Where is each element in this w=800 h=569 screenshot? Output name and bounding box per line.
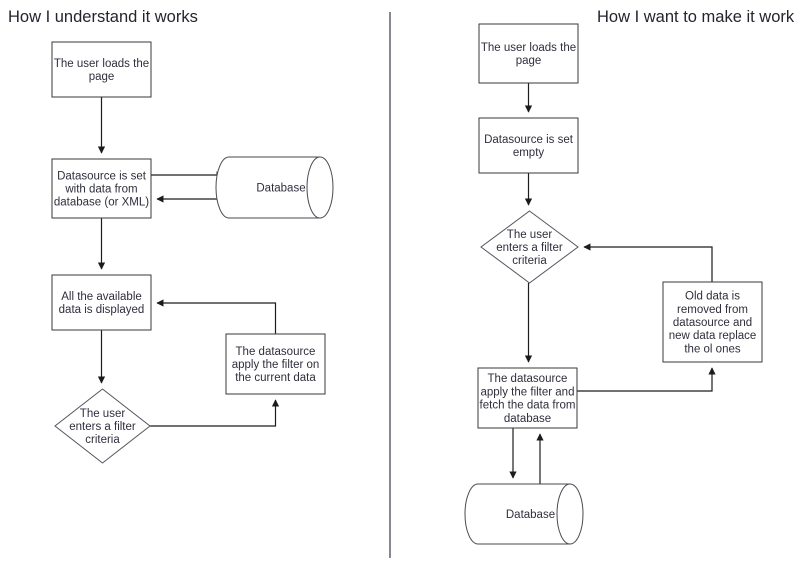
node-label: The user [80,408,126,420]
process-box[interactable] [225,333,326,395]
node-label: The user loads the [481,42,576,54]
node-label: data is displayed [59,304,145,316]
process-box[interactable] [662,281,763,363]
node-label: database [504,413,551,425]
node-label: Database [256,183,305,195]
database-cylinder-cap [306,156,321,219]
flow-arrow-l-e6 [150,399,280,427]
node-label: All the available [61,291,142,303]
panel-title-left: How I understand it works [8,8,198,26]
process-box[interactable] [51,274,152,331]
process-box[interactable] [478,117,579,174]
process-box[interactable] [51,41,152,98]
node-label: empty [513,147,545,159]
flow-node-r-db[interactable]: Database [464,483,584,545]
node-label: the ol ones [684,343,741,355]
decision-diamond[interactable] [54,388,151,464]
node-label: Database [506,509,555,521]
node-label: removed from [677,304,748,316]
node-label: fetch the data from [480,400,576,412]
node-label: The datasource [236,346,316,358]
flow-arrow-l-e7 [156,299,277,334]
panel-title-right: How I want to make it work [597,8,795,26]
decision-diamond[interactable] [480,210,579,284]
flow-node-l-ds-set[interactable]: Datasource is set with data fromdatabase … [51,158,152,219]
node-label: new data replace [669,330,757,342]
node-label: Datasource is set [484,134,574,146]
node-label: database (or XML) [54,197,149,209]
flow-arrow-r-e4 [577,367,716,392]
node-label: the current data [235,372,316,384]
flow-node-l-db[interactable]: Database [215,156,334,219]
node-label: Old data is [685,291,740,303]
node-label: The user [507,229,553,241]
database-cylinder-cap [556,483,571,545]
node-label: The datasource [488,373,568,385]
node-label: enters a filter [496,242,563,254]
node-label: datasource and [673,317,752,329]
flow-arrow-r-e5 [583,243,713,282]
node-label: page [89,71,115,83]
process-box[interactable] [51,158,152,219]
node-label: with data from [64,184,137,196]
node-label: enters a filter [69,421,136,433]
node-label: apply the filter on [232,359,320,371]
process-box[interactable] [478,23,579,84]
node-label: The user loads the [54,58,149,70]
node-label: criteria [85,434,120,446]
node-label: apply the filter and [481,386,575,398]
node-label: page [516,55,542,67]
node-label: Datasource is set [57,170,147,182]
node-label: criteria [512,255,547,267]
process-box[interactable] [477,367,578,429]
